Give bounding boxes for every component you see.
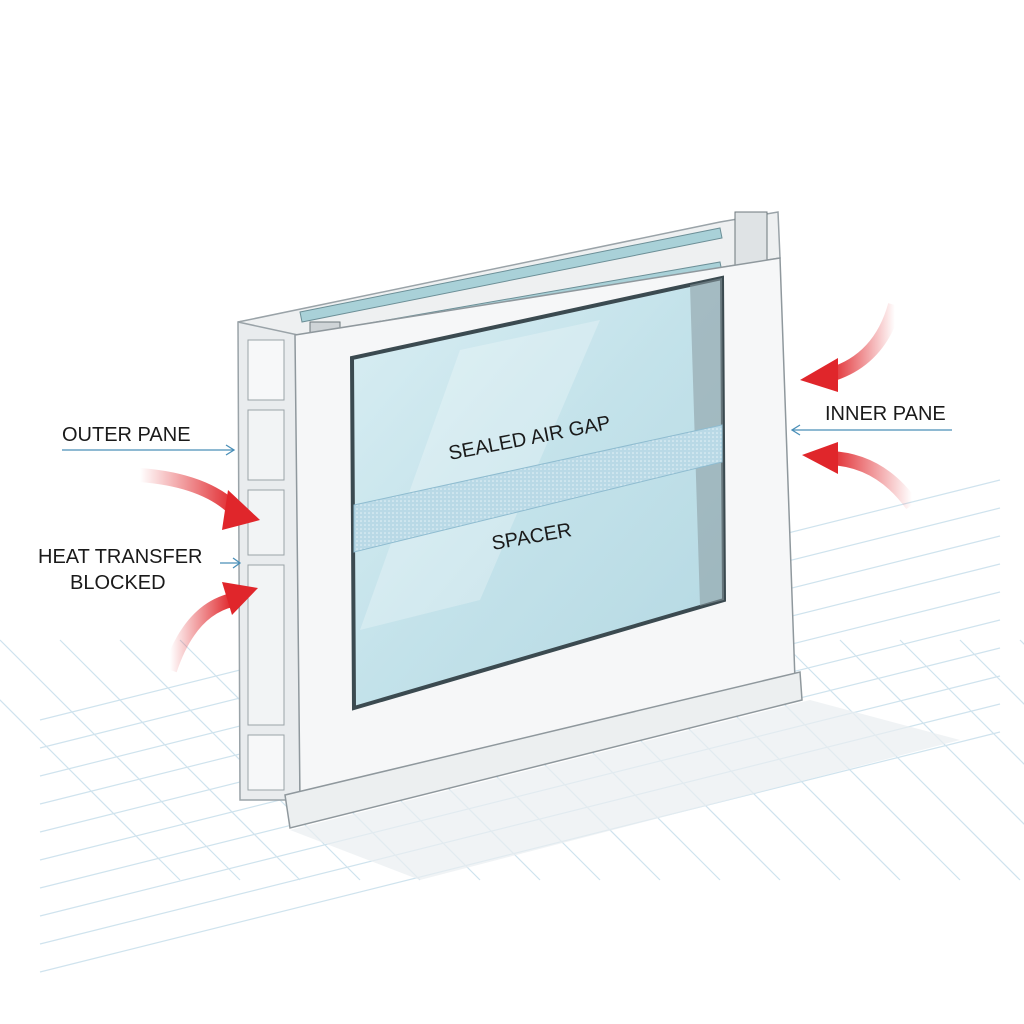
frame-corner-block-right — [734, 211, 768, 268]
grid-line — [0, 699, 181, 881]
label-heat-transfer: HEAT TRANSFER — [38, 546, 202, 568]
arrow-head-icon — [222, 490, 260, 530]
label-blocked: BLOCKED — [70, 572, 166, 594]
glass-reflection — [360, 320, 600, 630]
spacer-band — [353, 424, 723, 553]
heat-arrow-left-upper — [139, 468, 240, 516]
arrow-head-icon — [790, 424, 801, 436]
glass-edge-outer — [299, 227, 723, 323]
frame-sill — [284, 671, 803, 829]
arrow-head-icon — [225, 444, 236, 456]
grid-line — [839, 639, 1024, 825]
arrow-head-icon — [222, 582, 258, 615]
label-outer-pane: OUTER PANE — [62, 424, 191, 446]
heat-arrows — [139, 303, 918, 673]
heat-arrow-left-lower — [163, 593, 234, 673]
grid-line — [59, 639, 301, 881]
arrow-head-icon — [802, 442, 838, 474]
grid-line — [899, 639, 1024, 765]
arrow-head-icon — [232, 557, 242, 569]
heat-arrow-right-lower — [829, 451, 918, 510]
grid-line — [959, 639, 1024, 705]
grid-line — [779, 639, 1021, 881]
label-inner-pane: INNER PANE — [825, 403, 946, 425]
arrow-head-icon — [800, 358, 838, 392]
grid-line — [0, 639, 241, 881]
window-shadow — [290, 700, 960, 880]
heat-arrow-right-upper — [827, 303, 902, 382]
frame-side-profile — [237, 311, 301, 801]
